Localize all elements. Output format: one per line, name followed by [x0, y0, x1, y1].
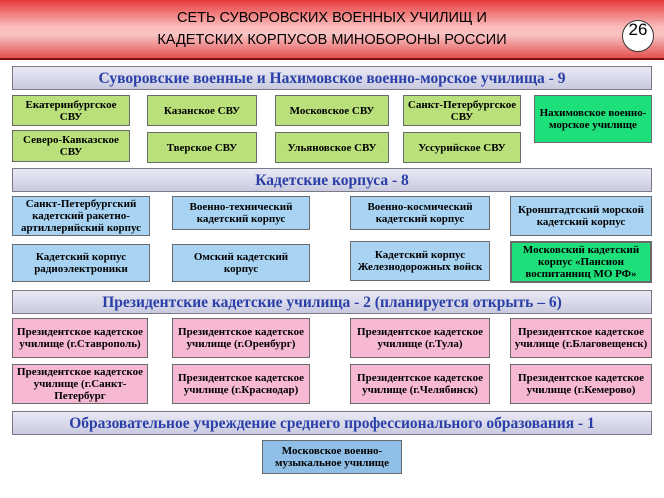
school-box: Омский кадетский корпус — [172, 244, 310, 282]
title-line-2: КАДЕТСКИХ КОРПУСОВ МИНОБОРОНЫ РОССИИ — [157, 32, 507, 48]
school-box: Кадетский корпус Железнодорожных войск — [350, 241, 490, 281]
school-box: Президентское кадетское училище (г.Красн… — [172, 364, 310, 404]
school-box-highlight: Нахимовское военно-морское училище — [534, 95, 652, 143]
school-box: Военно-космический кадетский корпус — [350, 196, 490, 230]
school-box: Президентское кадетское училище (г.Кемер… — [510, 364, 652, 404]
school-box: Санкт-Петербургский кадетский ракетно-ар… — [12, 196, 150, 236]
school-box-highlight: Московский кадетский корпус «Пансион вос… — [510, 241, 652, 283]
school-box: Президентское кадетское училище (г.Ставр… — [12, 318, 148, 358]
school-box: Казанское СВУ — [147, 95, 257, 126]
school-box: Президентское кадетское училище (г.Челяб… — [350, 364, 490, 404]
section-heading-secondary: Образовательное учреждение среднего проф… — [12, 411, 652, 435]
school-box: Московское СВУ — [275, 95, 389, 126]
school-box: Президентское кадетское училище (г.Тула) — [350, 318, 490, 358]
school-box: Екатеринбургское СВУ — [12, 95, 130, 126]
section-heading-suvorov: Суворовские военные и Нахимовское военно… — [12, 66, 652, 90]
school-box: Военно-технический кадетский корпус — [172, 196, 310, 230]
school-box: Санкт-Петербургское СВУ — [403, 95, 521, 126]
school-box: Северо-Кавказское СВУ — [12, 130, 130, 162]
school-box: Московское военно-музыкальное училище — [262, 440, 402, 474]
school-box: Кронштадтский морской кадетский корпус — [510, 196, 652, 236]
title-bar: СЕТЬ СУВОРОВСКИХ ВОЕННЫХ УЧИЛИЩ И КАДЕТС… — [0, 0, 664, 60]
page-number: 26 — [622, 20, 654, 52]
school-box: Кадетский корпус радиоэлектроники — [12, 244, 150, 282]
school-box: Президентское кадетское училище (г.Санкт… — [12, 364, 148, 404]
title-line-1: СЕТЬ СУВОРОВСКИХ ВОЕННЫХ УЧИЛИЩ И — [177, 10, 487, 26]
section-heading-cadet: Кадетские корпуса - 8 — [12, 168, 652, 192]
section-heading-presidential: Президентские кадетские училища - 2 (пла… — [12, 290, 652, 314]
school-box: Уссурийское СВУ — [403, 132, 521, 163]
school-box: Ульяновское СВУ — [275, 132, 389, 163]
school-box: Президентское кадетское училище (г.Оренб… — [172, 318, 310, 358]
school-box: Тверское СВУ — [147, 132, 257, 163]
school-box: Президентское кадетское училище (г.Благо… — [510, 318, 652, 358]
